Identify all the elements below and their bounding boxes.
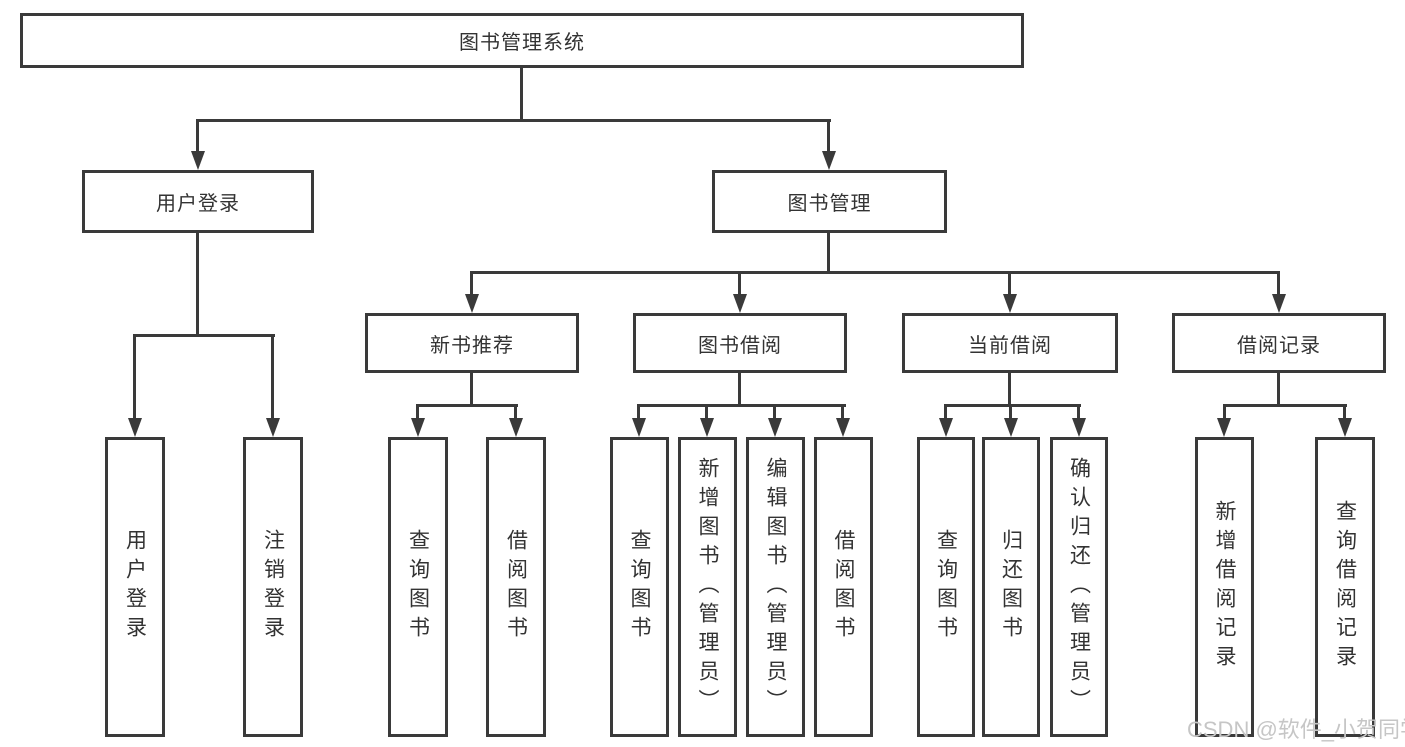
connector-line: [416, 404, 419, 420]
connector-line: [705, 404, 708, 420]
node-leaf-query-books-borrow: 查询图书: [610, 437, 669, 737]
node-current-borrow: 当前借阅: [902, 313, 1118, 373]
connector-line: [416, 404, 518, 407]
node-root: 图书管理系统: [20, 13, 1024, 68]
node-borrow-records: 借阅记录: [1172, 313, 1386, 373]
connector-line: [841, 404, 844, 420]
arrowhead-icon: [128, 418, 142, 437]
leaf-label: 借阅图书: [504, 529, 528, 645]
leaf-label: 查询图书: [406, 529, 430, 645]
connector-line: [470, 373, 473, 407]
arrowhead-icon: [768, 418, 782, 437]
connector-line: [1277, 373, 1280, 407]
arrowhead-icon: [1003, 294, 1017, 313]
leaf-label: 编辑图书（管理员）: [764, 456, 787, 718]
arrowhead-icon: [939, 418, 953, 437]
node-leaf-confirm-return-admin: 确认归还（管理员）: [1050, 437, 1108, 737]
arrowhead-icon: [1004, 418, 1018, 437]
connector-line: [196, 119, 831, 122]
node-leaf-return-books: 归还图书: [982, 437, 1040, 737]
connector-line: [271, 334, 274, 420]
connector-line: [196, 233, 199, 337]
connector-line: [1077, 404, 1080, 420]
node-new-book-rec: 新书推荐: [365, 313, 579, 373]
connector-line: [1223, 404, 1347, 407]
arrowhead-icon: [632, 418, 646, 437]
node-leaf-logout: 注销登录: [243, 437, 303, 737]
node-book-mgmt: 图书管理: [712, 170, 947, 233]
connector-line: [1008, 373, 1011, 407]
connector-line: [514, 404, 517, 420]
arrowhead-icon: [509, 418, 523, 437]
node-leaf-edit-books-admin: 编辑图书（管理员）: [746, 437, 805, 737]
connector-line: [133, 334, 275, 337]
node-book-borrow: 图书借阅: [633, 313, 847, 373]
arrowhead-icon: [733, 294, 747, 313]
connector-line: [944, 404, 1081, 407]
arrowhead-icon: [700, 418, 714, 437]
leaf-label: 借阅图书: [832, 529, 855, 645]
connector-line: [773, 404, 776, 420]
connector-line: [470, 271, 1280, 274]
leaf-label: 新增借阅记录: [1213, 500, 1236, 674]
leaf-label: 归还图书: [999, 529, 1023, 645]
connector-line: [1008, 271, 1011, 296]
connector-line: [470, 271, 473, 296]
connector-line: [133, 334, 136, 420]
node-leaf-query-borrow-record: 查询借阅记录: [1315, 437, 1375, 737]
connector-line: [196, 119, 199, 153]
arrowhead-icon: [191, 151, 205, 170]
node-root-label: 图书管理系统: [459, 32, 585, 54]
node-borrow-records-label: 借阅记录: [1237, 334, 1321, 357]
leaf-label: 查询借阅记录: [1333, 500, 1357, 674]
arrowhead-icon: [822, 151, 836, 170]
arrowhead-icon: [266, 418, 280, 437]
node-leaf-add-books-admin: 新增图书（管理员）: [678, 437, 737, 737]
node-leaf-query-books-rec: 查询图书: [388, 437, 448, 737]
connector-line: [1223, 404, 1226, 420]
node-book-borrow-label: 图书借阅: [698, 334, 782, 357]
connector-line: [1277, 271, 1280, 296]
node-user-login-label: 用户登录: [156, 193, 240, 215]
connector-line: [1009, 404, 1012, 420]
arrowhead-icon: [1338, 418, 1352, 437]
connector-line: [638, 404, 846, 407]
leaf-label: 查询图书: [628, 529, 651, 645]
arrowhead-icon: [1072, 418, 1086, 437]
connector-line: [637, 404, 640, 420]
connector-line: [738, 373, 741, 407]
node-leaf-query-books-current: 查询图书: [917, 437, 975, 737]
leaf-label: 确认归还（管理员）: [1067, 456, 1091, 718]
connector-line: [827, 119, 830, 153]
leaf-label: 注销登录: [261, 529, 285, 645]
arrowhead-icon: [411, 418, 425, 437]
node-leaf-add-borrow-record: 新增借阅记录: [1195, 437, 1254, 737]
arrowhead-icon: [1272, 294, 1286, 313]
leaf-label: 查询图书: [934, 529, 958, 645]
connector-line: [827, 233, 830, 274]
csdn-watermark: CSDN @软件_小贺同学: [1187, 717, 1405, 742]
leaf-label: 新增图书（管理员）: [696, 456, 719, 718]
node-current-borrow-label: 当前借阅: [968, 334, 1052, 357]
node-new-book-rec-label: 新书推荐: [430, 334, 514, 357]
connector-line: [738, 271, 741, 296]
node-book-mgmt-label: 图书管理: [787, 193, 872, 215]
leaf-label: 用户登录: [123, 529, 147, 645]
node-leaf-borrow-books-rec: 借阅图书: [486, 437, 546, 737]
node-user-login: 用户登录: [82, 170, 314, 233]
connector-line: [520, 68, 523, 122]
arrowhead-icon: [836, 418, 850, 437]
arrowhead-icon: [1217, 418, 1231, 437]
arrowhead-icon: [465, 294, 479, 313]
connector-line: [1343, 404, 1346, 420]
node-leaf-borrow-books: 借阅图书: [814, 437, 873, 737]
node-leaf-user-login: 用户登录: [105, 437, 165, 737]
connector-line: [944, 404, 947, 420]
